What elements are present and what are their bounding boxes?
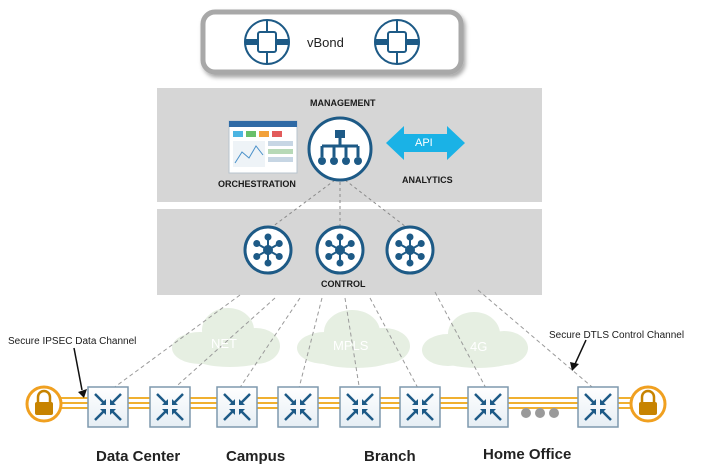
control-title: CONTROL [321, 279, 366, 289]
orchestration-label: ORCHESTRATION [218, 179, 296, 189]
router-arrows-icon [339, 386, 381, 428]
site-label-branch: Branch [364, 448, 416, 465]
vsmart-hub-icon [385, 225, 435, 275]
more-sites-dots [521, 408, 559, 418]
router-arrows-icon [277, 386, 319, 428]
orchestration-dashboard-thumbnail [228, 120, 298, 174]
ipsec-pointer-arrow [73, 347, 87, 398]
management-control-links [267, 179, 411, 231]
api-double-arrow-icon [386, 126, 465, 160]
management-title: MANAGEMENT [310, 98, 376, 108]
cloud-4g-label: 4G [470, 339, 488, 354]
site-label-home-office: Home Office [483, 446, 572, 463]
padlock-icon [25, 385, 63, 423]
vsmart-hub-icon [315, 225, 365, 275]
orchestrator-icon [244, 19, 290, 65]
router-arrows-icon [399, 386, 441, 428]
cloud-mpls-label: MPLS [333, 338, 369, 353]
vbond-label: vBond [307, 35, 344, 50]
control-channel-links [107, 289, 599, 393]
router-arrows-icon [87, 386, 129, 428]
dtls-pointer-arrow [570, 339, 587, 371]
vmanage-hierarchy-icon [307, 116, 373, 182]
site-label-campus: Campus [226, 448, 286, 465]
router-arrows-icon [577, 386, 619, 428]
router-arrows-icon [149, 386, 191, 428]
analytics-label: ANALYTICS [402, 175, 453, 185]
cloud-net-label: NET [211, 336, 237, 351]
padlock-icon [629, 385, 667, 423]
site-label-data-center: Data Center [96, 448, 181, 465]
dtls-channel-label: Secure DTLS Control Channel [549, 330, 685, 341]
api-label: API [415, 137, 433, 149]
cloud-net [172, 308, 280, 367]
router-arrows-icon [216, 386, 258, 428]
orchestrator-icon [374, 19, 420, 65]
ipsec-channel-label: Secure IPSEC Data Channel [8, 336, 137, 347]
vsmart-hub-icon [243, 225, 293, 275]
router-arrows-icon [467, 386, 509, 428]
